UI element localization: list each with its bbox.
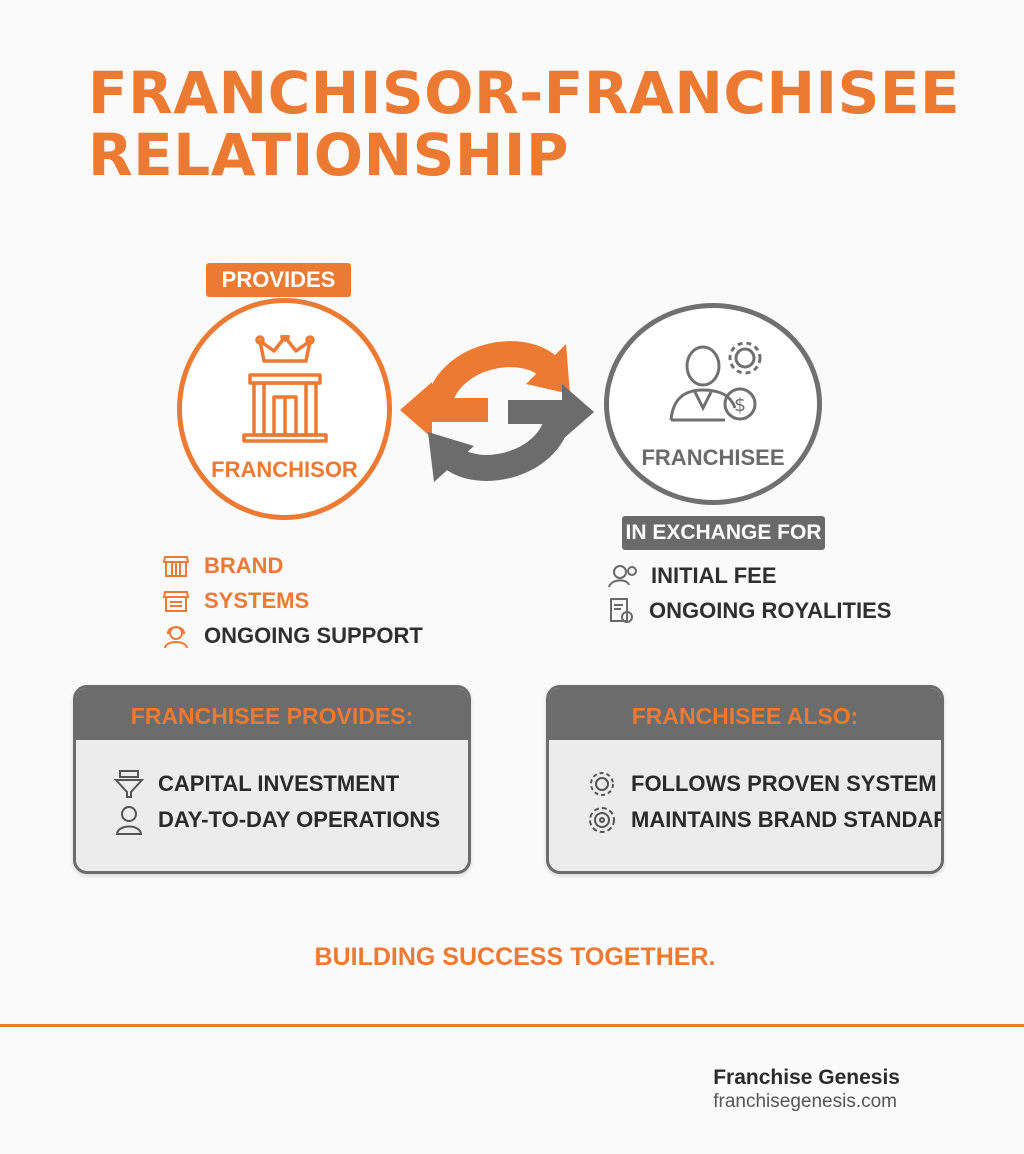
brand-url[interactable]: franchisegenesis.com [713,1091,897,1112]
svg-text:$: $ [734,394,746,416]
footer-brand: Franchise Genesis franchisegenesis.com [713,1066,900,1114]
list-item-label: FOLLOWS PROVEN SYSTEM [631,771,937,796]
franchisor-circle: FRANCHISOR [177,298,392,520]
franchisee-also-box: FRANCHISEE ALSO: FOLLOWS PROVEN SYSTEM M… [546,685,944,874]
gear-icon [590,772,614,796]
hand-coin-icon [608,564,637,587]
franchisor-provides-list: BRAND SYSTEMS ONGOING SUPPORT [162,548,423,653]
list-item: FOLLOWS PROVEN SYSTEM [587,766,941,802]
exchange-arrows-icon [400,341,594,482]
franchisee-label: FRANCHISEE [641,445,785,470]
title-line-1: FRANCHISOR-FRANCHISEE [88,59,961,127]
title-line-2: RELATIONSHIP [88,121,570,189]
store-icon [162,555,190,577]
support-person-icon [164,625,188,648]
list-item-label: MAINTAINS BRAND STANDARDS [631,807,941,832]
list-item: MAINTAINS BRAND STANDARDS [587,802,941,838]
list-item: DAY-TO-DAY OPERATIONS [114,802,468,838]
list-item: CAPITAL INVESTMENT [114,766,468,802]
list-item-label: DAY-TO-DAY OPERATIONS [158,807,440,832]
tagline: BUILDING SUCCESS TOGETHER. [314,943,716,971]
franchisee-circle: $ FRANCHISEE [604,303,822,505]
list-item-label: ONGOING SUPPORT [204,622,423,648]
brand-name: Franchise Genesis [713,1066,900,1089]
list-item: INITIAL FEE [607,558,891,593]
box-heading: FRANCHISEE ALSO: [549,688,941,740]
list-item: ONGOING SUPPORT [162,618,423,653]
list-item: BRAND [162,548,423,583]
systems-store-icon [162,590,190,612]
franchisee-provides-box: FRANCHISEE PROVIDES: CAPITAL INVESTMENT … [73,685,471,874]
list-item-label: CAPITAL INVESTMENT [158,771,400,796]
in-exchange-for-tag: IN EXCHANGE FOR [622,516,825,550]
list-item: ONGOING ROYALITIES [607,593,891,628]
list-item: SYSTEMS [162,583,423,618]
footer-divider [0,1024,1024,1027]
page-title: FRANCHISOR-FRANCHISEE RELATIONSHIP [88,62,960,186]
money-funnel-icon [114,770,144,798]
franchisor-label: FRANCHISOR [211,457,358,482]
box-heading: FRANCHISEE PROVIDES: [76,688,468,740]
list-item-label: BRAND [204,552,284,578]
person-icon [115,806,143,835]
crown-storefront-icon [242,335,328,443]
in-exchange-for-list: INITIAL FEE ONGOING ROYALITIES [607,558,891,628]
gear-badge-icon [589,807,615,833]
list-item-label: ONGOING ROYALITIES [649,597,892,623]
list-item-label: SYSTEMS [204,587,310,613]
list-item-label: INITIAL FEE [651,562,777,588]
person-gear-dollar-icon: $ [669,341,762,422]
document-coin-icon [610,597,633,623]
provides-tag: PROVIDES [206,263,351,297]
